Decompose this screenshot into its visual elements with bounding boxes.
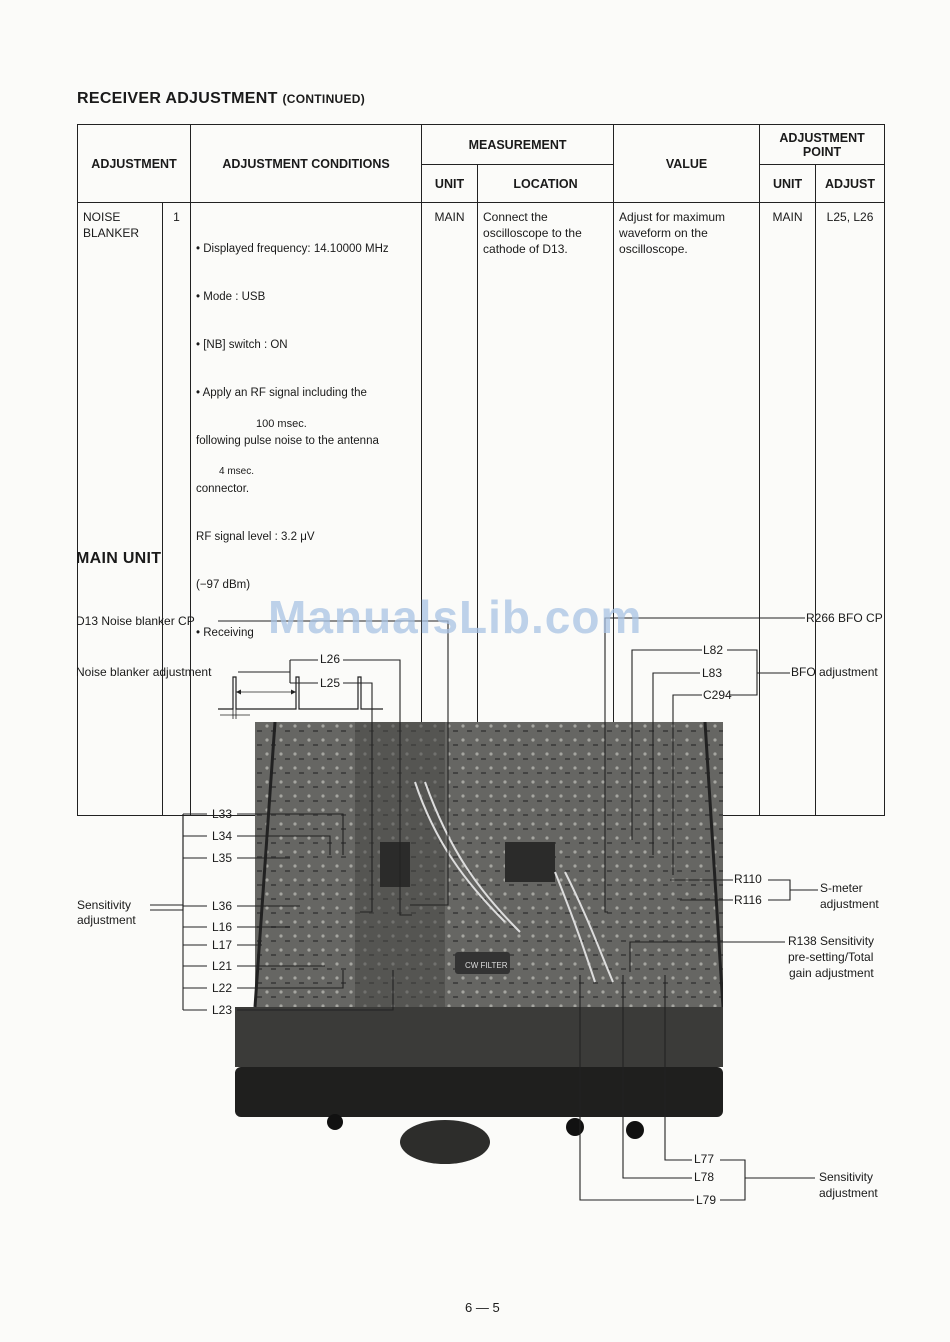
label-bfo-adjustment: BFO adjustment (791, 665, 878, 679)
header-adjustment-point: ADJUSTMENT POINT (759, 124, 886, 165)
pulse-width-label: 4 msec. (219, 466, 255, 477)
label-sensitivity-right-1: Sensitivity (819, 1170, 874, 1184)
header-ap-unit: UNIT (759, 164, 817, 203)
label-r116: R116 (734, 893, 762, 907)
pulse-period-label: 100 msec. (256, 418, 307, 430)
label-l33: L33 (212, 807, 233, 821)
label-smeter-1: S-meter (820, 881, 863, 895)
callout-lines (150, 617, 818, 1201)
label-l79: L79 (696, 1193, 717, 1207)
condition-line: RF signal level : 3.2 μV (196, 531, 315, 543)
label-smeter-2: adjustment (820, 897, 879, 911)
condition-line: • [NB] switch : ON (196, 339, 288, 351)
label-l16: L16 (212, 920, 233, 934)
label-l82: L82 (703, 643, 724, 657)
label-r138-1: R138 Sensitivity (788, 934, 875, 948)
row-adjustment: NOISE BLANKER (77, 202, 163, 816)
label-l25: L25 (320, 676, 341, 690)
label-l78: L78 (694, 1170, 715, 1184)
main-unit-title: MAIN UNIT (76, 550, 162, 567)
row-conditions: • Displayed frequency: 14.10000 MHz • Mo… (190, 202, 423, 816)
label-r138-2: pre-setting/Total (788, 950, 874, 964)
section-title-text: RECEIVER ADJUSTMENT (77, 90, 278, 107)
label-r138-3: gain adjustment (789, 966, 874, 980)
label-sensitivity-left-2: adjustment (77, 913, 136, 927)
label-l23: L23 (212, 1003, 233, 1017)
label-r266: R266 BFO CP (806, 611, 883, 625)
header-value: VALUE (613, 124, 761, 203)
condition-line: following pulse noise to the antenna (196, 435, 379, 447)
pulse-waveform (218, 676, 384, 719)
label-l36: L36 (212, 899, 233, 913)
header-ap-adjust: ADJUST (815, 164, 886, 203)
row-location: Connect the oscilloscope to the cathode … (477, 202, 615, 816)
label-l22: L22 (212, 981, 233, 995)
row-ap-adjust: L25, L26 (815, 202, 886, 816)
condition-line: • Displayed frequency: 14.10000 MHz (196, 243, 389, 255)
condition-line: • Apply an RF signal including the (196, 387, 367, 399)
header-unit: UNIT (421, 164, 479, 203)
condition-line: • Receiving (196, 627, 254, 639)
condition-line: • Mode : USB (196, 291, 266, 303)
header-adjustment: ADJUSTMENT (76, 124, 192, 203)
label-nb-adjustment: Noise blanker adjustment (76, 665, 212, 679)
label-r110: R110 (734, 872, 762, 886)
label-l21: L21 (212, 959, 233, 973)
label-sensitivity-right-2: adjustment (819, 1186, 878, 1200)
adjustment-table: ADJUSTMENT ADJUSTMENT CONDITIONS MEASURE… (76, 124, 886, 816)
header-location: LOCATION (477, 164, 615, 203)
row-step: 1 (161, 202, 192, 816)
page-number: 6 — 5 (465, 1300, 500, 1315)
section-title-suffix: (CONTINUED) (282, 92, 366, 106)
header-measurement: MEASUREMENT (421, 124, 615, 165)
label-sensitivity-left-1: Sensitivity (77, 898, 132, 912)
watermark: ManualsLib.com (268, 591, 643, 643)
label-l17: L17 (212, 938, 233, 952)
label-c294: C294 (703, 688, 732, 702)
row-value: Adjust for maximum waveform on the oscil… (613, 202, 761, 816)
label-l35: L35 (212, 851, 233, 865)
label-d13: D13 Noise blanker CP (76, 614, 195, 628)
condition-line: (−97 dBm) (196, 579, 251, 591)
header-adjustment-point-text: ADJUSTMENT POINT (779, 130, 865, 159)
label-l26: L26 (320, 652, 341, 666)
label-l34: L34 (212, 829, 233, 843)
section-title: RECEIVER ADJUSTMENT (CONTINUED) (77, 90, 365, 108)
condition-line: connector. (196, 483, 250, 495)
header-conditions: ADJUSTMENT CONDITIONS (190, 124, 423, 203)
label-l83: L83 (702, 666, 723, 680)
cw-filter-label: CW FILTER (465, 961, 508, 970)
label-l77: L77 (694, 1152, 715, 1166)
